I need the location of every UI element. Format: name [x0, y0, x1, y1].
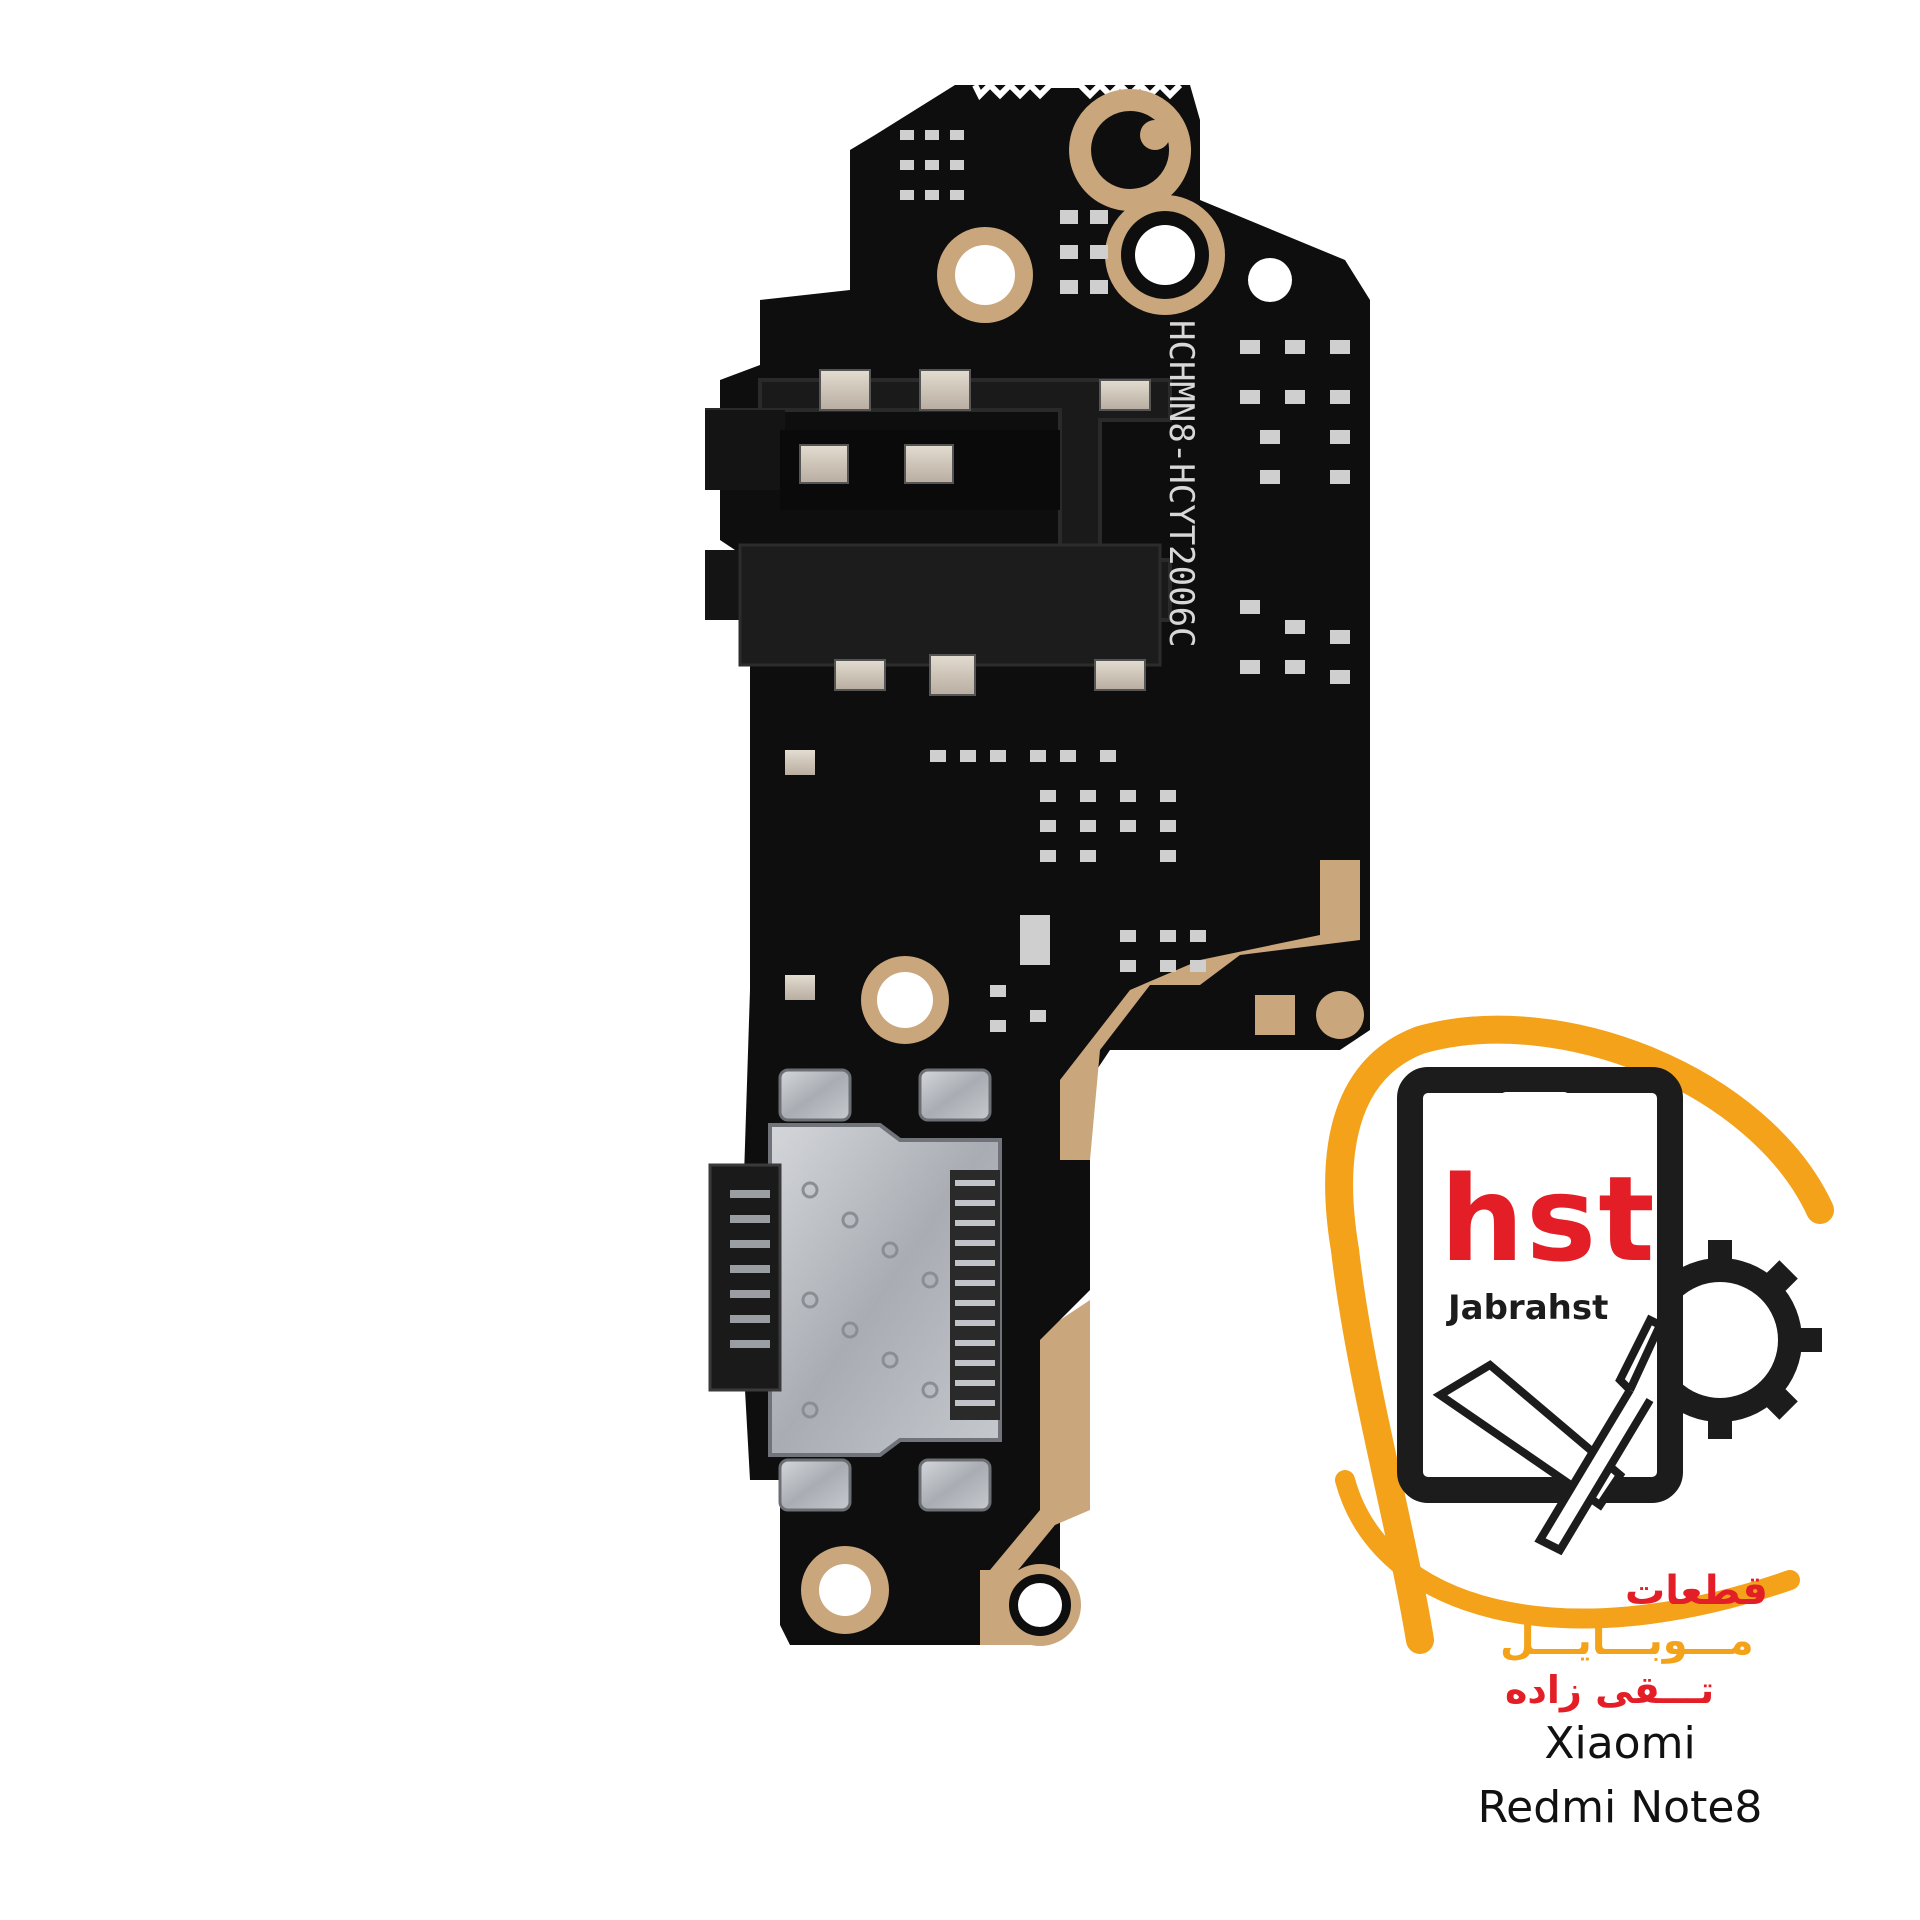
solder-pads — [785, 369, 1151, 1000]
smd-components — [900, 130, 1350, 1032]
logo-persian-line1: قطعات — [1625, 1568, 1768, 1614]
caption-model: Redmi Note8 — [1477, 1782, 1763, 1833]
logo-brand: hst — [1440, 1150, 1657, 1288]
usb-c-port — [708, 1068, 1002, 1512]
mounting-holes — [801, 195, 1364, 1646]
caption-brand: Xiaomi — [1544, 1718, 1696, 1769]
logo-persian-line2: مـــوبـــايـــل — [1500, 1618, 1754, 1664]
hst-logo — [1325, 1015, 1834, 1654]
logo-persian-line3: تـــقى زاده — [1505, 1668, 1715, 1712]
logo-brand-sub: Jabrahst — [1448, 1288, 1609, 1328]
wrench-screwdriver-icon — [1432, 1314, 1666, 1556]
board-marking: HCHMN8-HCYT2006C — [1161, 320, 1201, 648]
